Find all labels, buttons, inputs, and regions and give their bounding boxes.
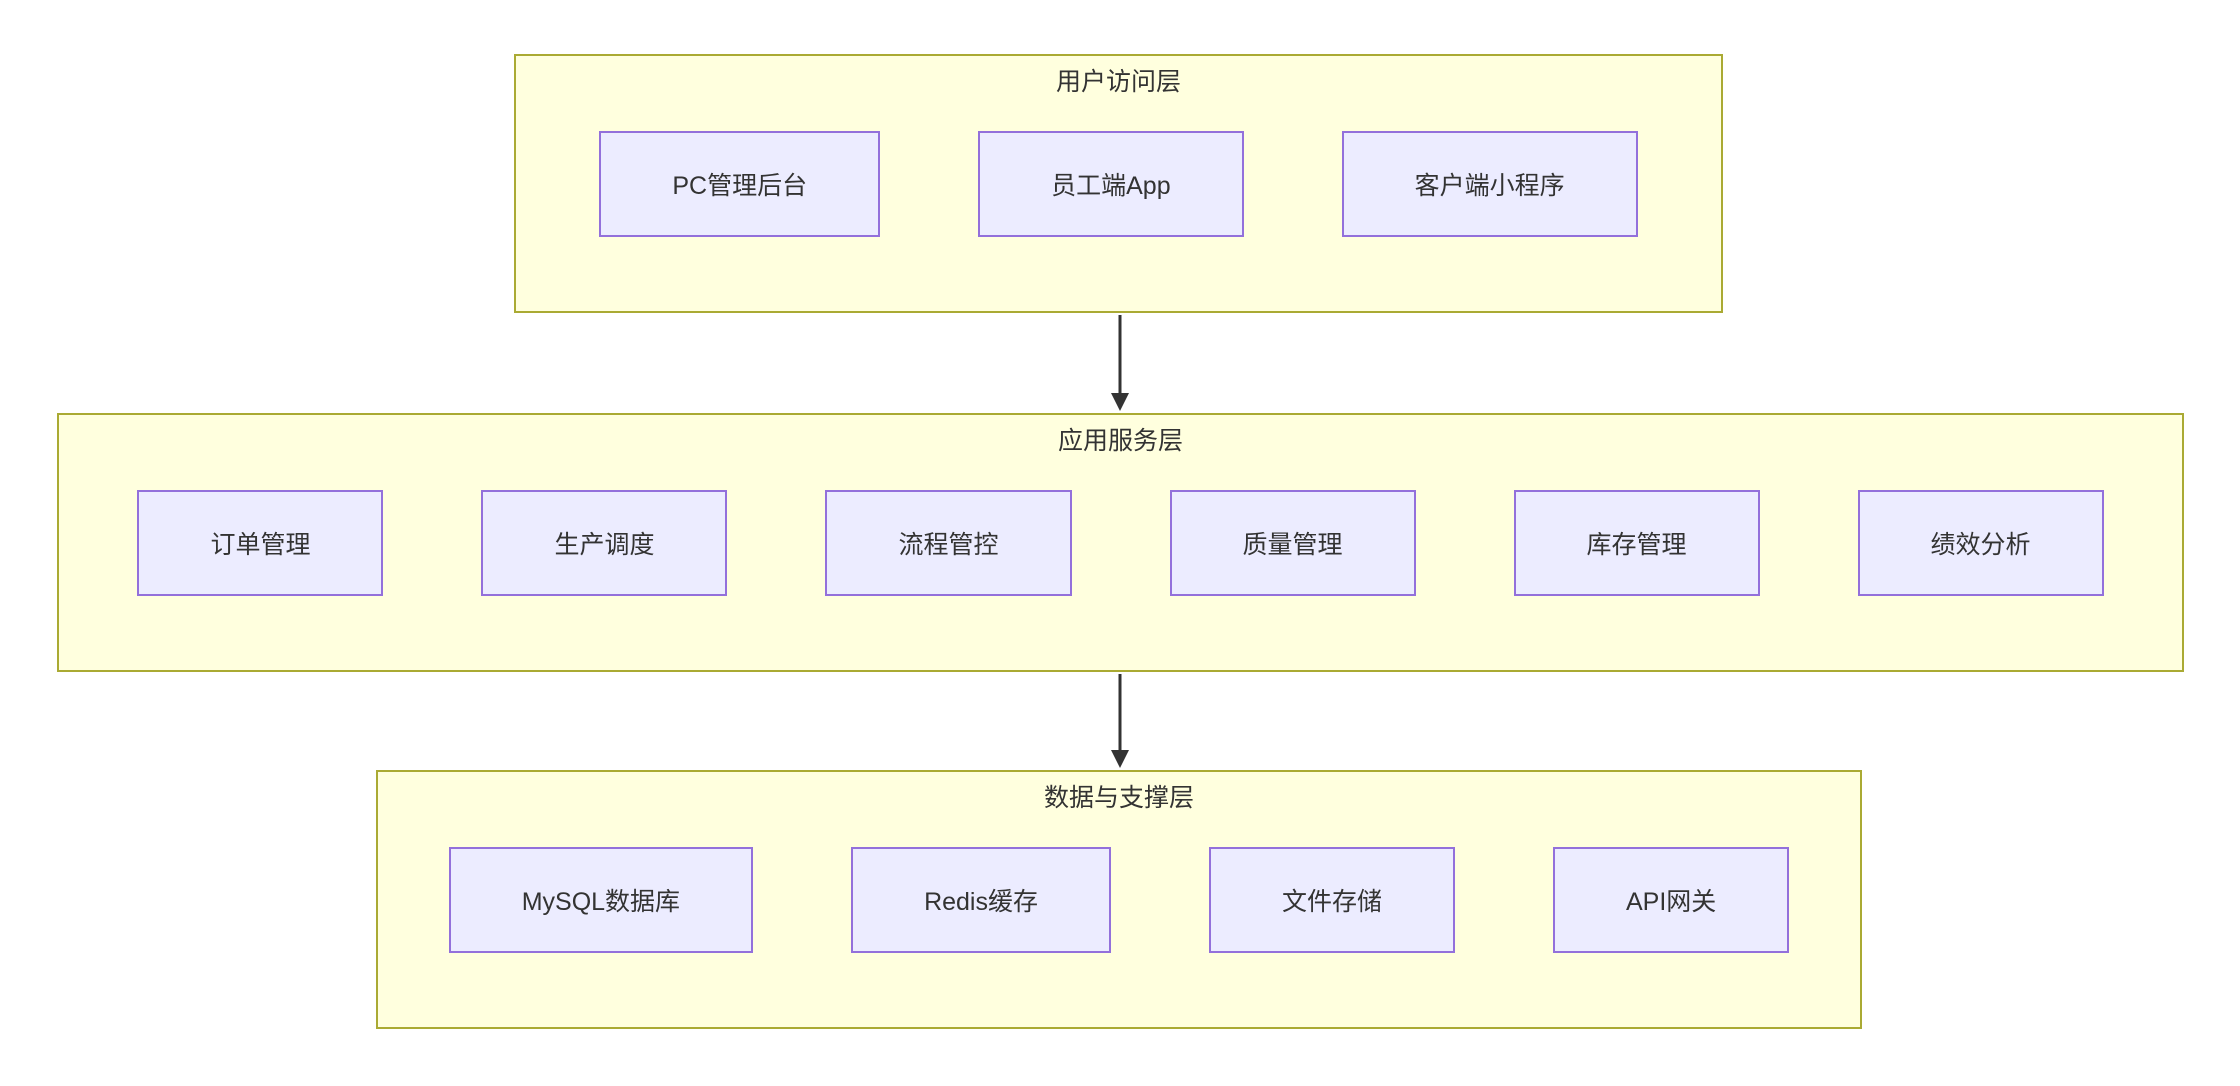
- diagram-node: 客户端小程序: [1341, 131, 1638, 237]
- diagram-node: MySQL数据库: [448, 847, 754, 953]
- layer-data-support: 数据与支撑层 MySQL数据库 Redis缓存文件存储 API网关: [376, 770, 1862, 1029]
- layer-app-service-nodes: 订单管理生产调度流程管控质量管理库存管理绩效分析: [59, 490, 2182, 596]
- arrowhead-icon: [1111, 750, 1129, 768]
- diagram-node: 库存管理: [1513, 490, 1760, 596]
- diagram-node: 员工端App: [978, 131, 1244, 237]
- arrow-user-access-to-app-service: [1111, 315, 1129, 411]
- diagram-node: API网关: [1553, 847, 1790, 953]
- layer-app-service: 应用服务层 订单管理生产调度流程管控质量管理库存管理绩效分析: [57, 413, 2184, 672]
- diagram-node: 生产调度: [481, 490, 728, 596]
- arrow-app-service-to-data-support: [1111, 674, 1129, 768]
- diagram-node: 流程管控: [825, 490, 1072, 596]
- layer-data-support-nodes: MySQL数据库 Redis缓存文件存储 API网关: [378, 847, 1860, 953]
- layer-user-access-title: 用户访问层: [1055, 68, 1181, 96]
- diagram-node: 质量管理: [1169, 490, 1416, 596]
- layer-app-service-title: 应用服务层: [1057, 427, 1183, 455]
- diagram-node: 文件存储: [1208, 847, 1455, 953]
- diagram-node: 订单管理: [137, 490, 384, 596]
- diagram-node: 绩效分析: [1857, 490, 2104, 596]
- diagram-node: Redis缓存: [851, 847, 1111, 953]
- diagram-node: PC管理后台: [599, 131, 881, 237]
- layer-user-access: 用户访问层 PC管理后台员工端App 客户端小程序: [514, 54, 1723, 313]
- arrowhead-icon: [1111, 393, 1129, 411]
- layer-user-access-nodes: PC管理后台员工端App 客户端小程序: [516, 131, 1721, 237]
- layer-data-support-title: 数据与支撑层: [1043, 784, 1194, 812]
